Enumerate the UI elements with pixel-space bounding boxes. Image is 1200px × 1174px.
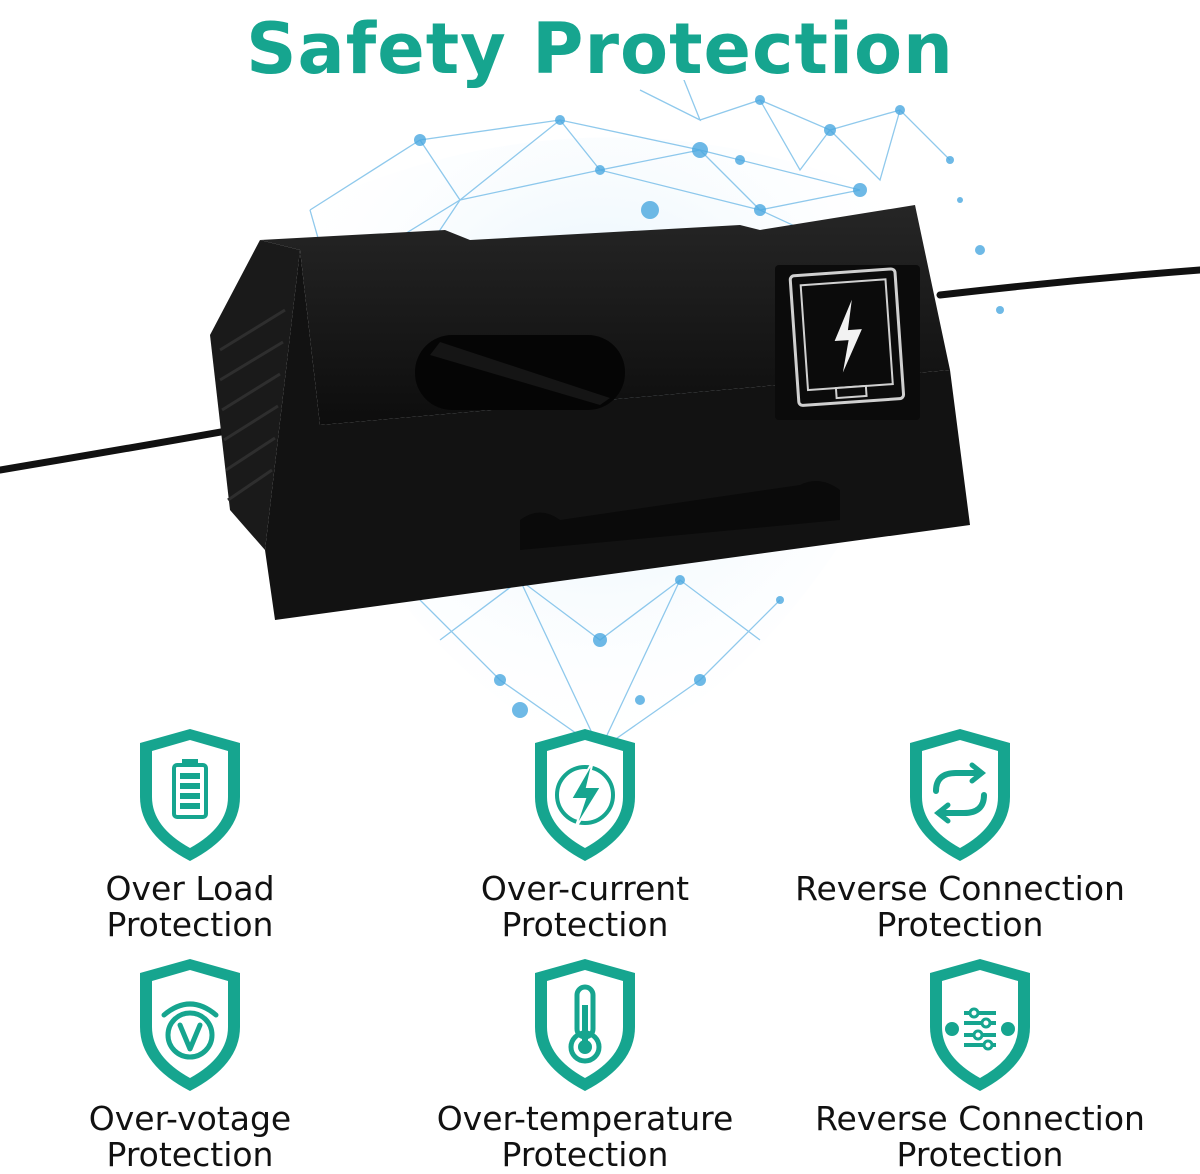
feature-label-line1: Reverse Connection: [795, 869, 1125, 908]
battery-bolt-icon: [788, 267, 906, 407]
feature-label-line2: Protection: [501, 1135, 669, 1174]
feature-label-line1: Over-votage: [88, 1099, 292, 1138]
page-title: Safety Protection: [246, 8, 954, 90]
sliders-icon: [930, 959, 1030, 1091]
thermometer-icon: [535, 959, 635, 1091]
voltmeter-icon: [140, 959, 240, 1091]
lightning-bolt-icon: [535, 729, 635, 861]
hero-illustration: [0, 80, 1200, 760]
feature-label-line2: Protection: [876, 905, 1044, 944]
feature-label-line1: Over Load: [105, 869, 275, 908]
feature-label-line1: Over-current: [480, 869, 690, 908]
feature-label-line2: Protection: [501, 905, 669, 944]
feature-label-line1: Reverse Connection: [815, 1099, 1145, 1138]
feature-label-line2: Protection: [106, 1135, 274, 1174]
feature-label-line2: Protection: [896, 1135, 1064, 1174]
charger-body: [210, 205, 970, 620]
battery-icon: [140, 729, 240, 861]
feature-label-line1: Over-temperature: [436, 1099, 734, 1138]
feature-label-line2: Protection: [106, 905, 274, 944]
reverse-arrows-icon: [910, 729, 1010, 861]
